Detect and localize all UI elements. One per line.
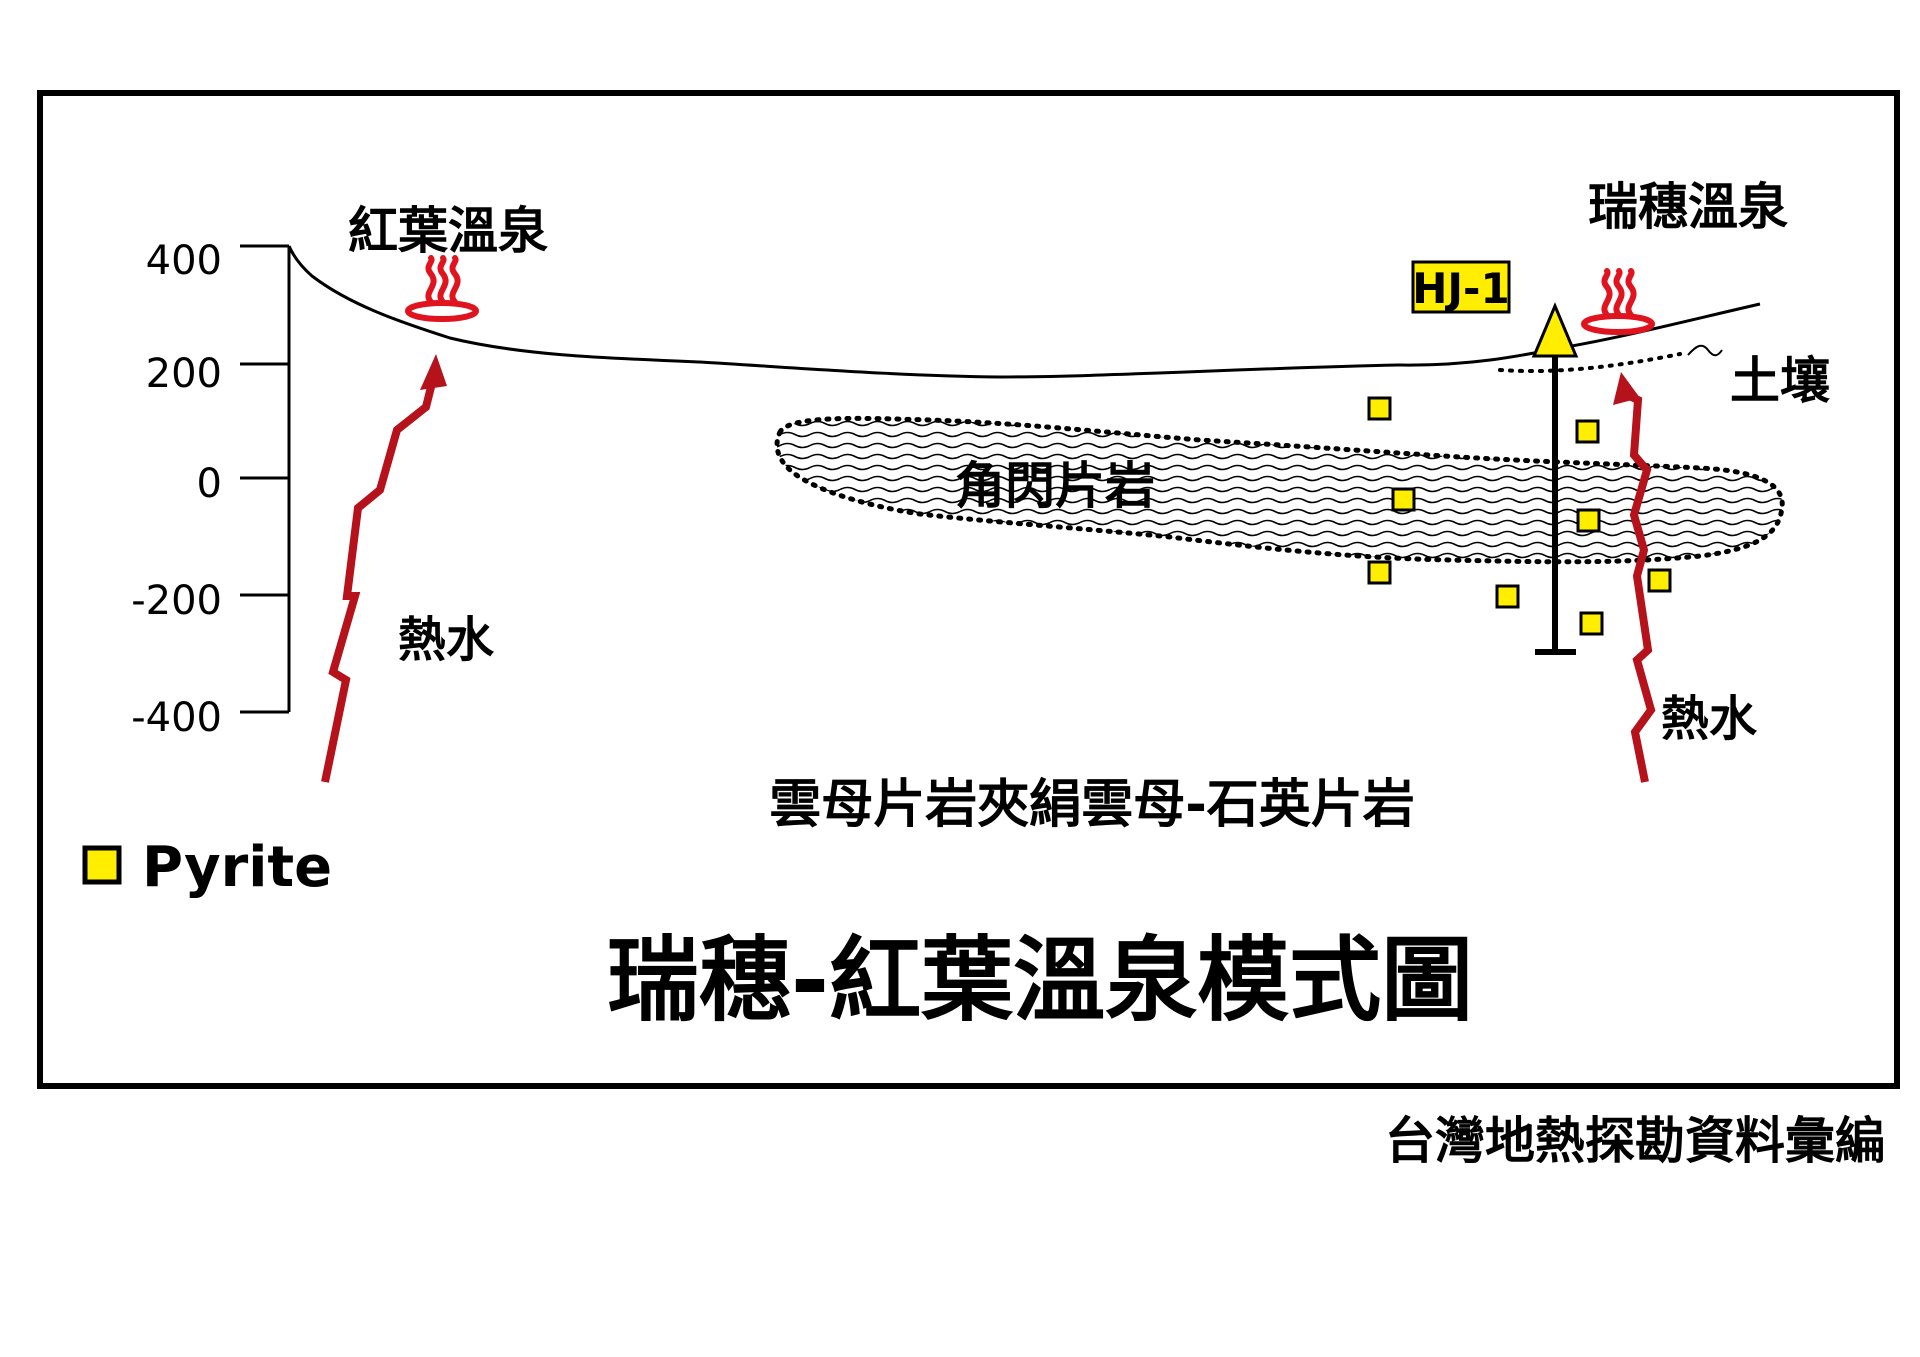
diagram-frame — [37, 90, 1900, 1089]
well-label-box — [1411, 260, 1511, 314]
hot-spring-icon — [405, 255, 479, 322]
legend-pyrite-label: Pyrite — [142, 835, 332, 900]
well-label: HJ-1 — [1412, 264, 1509, 313]
soil-layer-dotted-line — [1498, 352, 1682, 374]
well-hj-1: HJ-1 — [1411, 260, 1579, 655]
axis-tick-label: 200 — [146, 351, 222, 397]
hot-water-arrow-left — [321, 382, 436, 783]
axis-tick-label: 400 — [146, 238, 222, 284]
hot-water-arrowhead-left — [420, 354, 447, 390]
hot-spring-icon — [1581, 268, 1655, 335]
soil-layer-edge — [1687, 344, 1723, 357]
amphibolite-lens — [774, 415, 1785, 565]
pyrite-square-icon — [1576, 508, 1601, 533]
hot-water-arrowhead-right — [1613, 372, 1640, 405]
amphibolite-label: 角閃片岩 — [955, 457, 1155, 515]
diagram-title: 瑞穗-紅葉溫泉模式圖 — [607, 927, 1473, 1034]
legend: Pyrite — [82, 835, 332, 900]
pyrite-square-icon — [1579, 611, 1604, 636]
axis-tick-label: 0 — [197, 461, 222, 507]
axis-tick-label: -400 — [131, 695, 222, 741]
pyrite-markers — [1367, 396, 1672, 636]
depth-axis: 400 200 0 -200 -400 — [131, 238, 291, 741]
base-rock-label: 雲母片岩夾絹雲母-石英片岩 — [769, 775, 1415, 835]
pyrite-square-icon — [1367, 396, 1392, 421]
pyrite-square-icon — [1495, 584, 1520, 609]
soil-label: 土壤 — [1730, 352, 1830, 410]
pyrite-square-icon — [1575, 419, 1600, 444]
well-triangle-icon — [1531, 302, 1579, 358]
pyrite-square-icon — [1391, 487, 1416, 512]
pyrite-square-icon — [82, 845, 122, 885]
hot-water-label-right: 熱水 — [1661, 691, 1758, 747]
pyrite-square-icon — [1647, 568, 1672, 593]
left-spring-name: 紅葉溫泉 — [348, 202, 548, 260]
pyrite-square-icon — [1367, 560, 1392, 585]
hot-water-label-left: 熱水 — [398, 612, 495, 668]
hot-water-arrow-right — [1625, 391, 1656, 783]
source-credit: 台灣地熱探勘資料彙編 — [1385, 1112, 1885, 1170]
right-spring-name: 瑞穗溫泉 — [1588, 178, 1788, 236]
axis-tick-label: -200 — [131, 578, 222, 624]
